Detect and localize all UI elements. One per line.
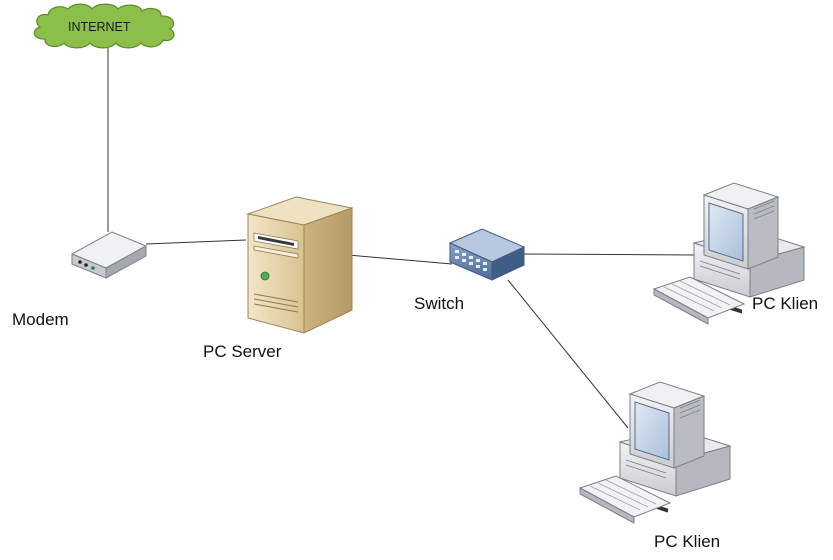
client-label: PC Klien xyxy=(654,532,721,551)
internet-label: INTERNET xyxy=(68,20,131,34)
client-pc-icon xyxy=(652,182,806,325)
switch-icon xyxy=(448,228,526,281)
server-icon xyxy=(246,196,354,334)
modem-icon xyxy=(70,231,148,279)
connections xyxy=(107,42,697,429)
client-pc-icon xyxy=(578,381,732,524)
server-label: PC Server xyxy=(203,342,282,361)
cloud-icon xyxy=(33,3,175,49)
link-server-switch xyxy=(347,254,453,265)
link-switch-client2 xyxy=(507,279,629,429)
link-modem-server xyxy=(145,239,247,245)
switch-label: Switch xyxy=(414,294,465,313)
link-switch-client1 xyxy=(523,253,697,256)
modem-label: Modem xyxy=(12,310,69,329)
client-label: PC Klien xyxy=(752,294,819,313)
